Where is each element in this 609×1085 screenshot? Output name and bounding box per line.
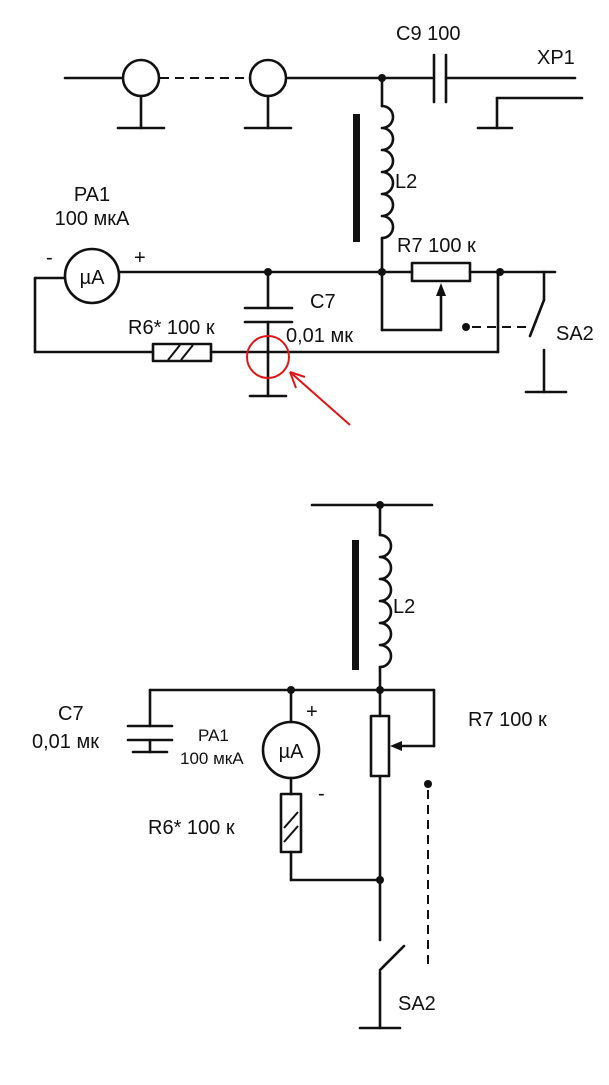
capacitor-c7-bottom: C7 0,01 мк — [32, 688, 174, 754]
meter-pa1: µA PA1 100 мкА - + — [33, 184, 384, 354]
pa1-value: 100 мкА — [55, 208, 130, 230]
pa1-name-bottom: PA1 — [198, 726, 229, 745]
meter-pa1-bottom: µA PA1 100 мкА + - — [180, 688, 325, 805]
c7-value: 0,01 мк — [286, 325, 353, 347]
connector-xp1: XP1 — [476, 47, 584, 130]
meter-minus-bottom: - — [318, 783, 325, 805]
switch-sa2-bottom: SA2 — [358, 780, 436, 1030]
pa1-name: PA1 — [74, 184, 110, 206]
inductor-l2-bottom: L2 — [310, 501, 434, 692]
r6-label: R6* 100 к — [128, 317, 215, 339]
sa2-label-bottom: SA2 — [398, 993, 436, 1015]
capacitor-c9: C9 100 — [396, 23, 577, 104]
resistor-r6-bottom: R6* 100 к — [148, 792, 384, 884]
red-circle-annotation — [246, 335, 351, 426]
c7-name: C7 — [310, 291, 336, 313]
meter-minus: - — [46, 247, 53, 269]
l2-label-bottom: L2 — [393, 596, 415, 618]
coax-feedline — [63, 58, 434, 130]
top-schematic: C9 100 XP1 L2 R — [33, 23, 594, 426]
meter-symbol-bottom: µA — [279, 741, 305, 763]
resistor-r6: R6* 100 к — [33, 270, 500, 363]
potentiometer-r7: R7 100 к — [378, 235, 557, 332]
meter-plus: + — [134, 247, 146, 269]
sa2-label: SA2 — [556, 323, 594, 345]
r6-label-bottom: R6* 100 к — [148, 817, 235, 839]
switch-sa2: SA2 — [462, 270, 594, 394]
potentiometer-r7-bottom: R7 100 к — [369, 688, 547, 942]
c7-value-bottom: 0,01 мк — [32, 731, 99, 753]
r7-label-bottom: R7 100 к — [468, 709, 547, 731]
meter-plus-bottom: + — [306, 701, 318, 723]
c9-label: C9 100 — [396, 23, 461, 45]
bottom-schematic: L2 C7 0,01 мк µA PA1 100 мкА + - — [32, 501, 547, 1030]
inductor-l2: L2 — [353, 74, 417, 274]
xp1-label: XP1 — [537, 47, 575, 69]
c7-name-bottom: C7 — [58, 703, 84, 725]
r7-label: R7 100 к — [397, 235, 476, 257]
capacitor-c7: C7 0,01 мк — [243, 270, 353, 398]
pa1-value-bottom: 100 мкА — [180, 749, 244, 768]
l2-label: L2 — [395, 171, 417, 193]
meter-symbol: µA — [80, 267, 106, 289]
